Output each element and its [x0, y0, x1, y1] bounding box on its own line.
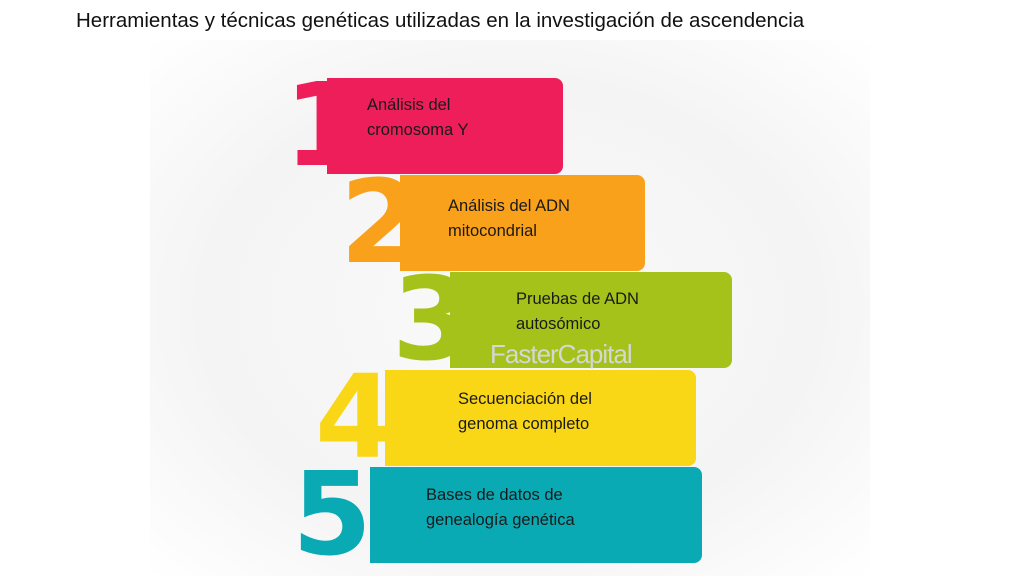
- step-5-box: [370, 467, 702, 563]
- step-3-line2: autosómico: [516, 315, 601, 333]
- step-4-line1: Secuenciación del: [458, 390, 592, 408]
- step-2-line2: mitocondrial: [448, 222, 537, 240]
- step-1-label: Análisis del cromosoma Y: [367, 93, 468, 143]
- step-2-label: Análisis del ADN mitocondrial: [448, 194, 570, 244]
- step-1-box: [327, 78, 563, 174]
- watermark-logo: FasterCapital: [490, 339, 633, 369]
- step-3-box: [450, 272, 732, 368]
- page-title: Herramientas y técnicas genéticas utiliz…: [76, 9, 805, 32]
- step-5-line2: genealogía genética: [426, 511, 575, 529]
- step-3-label: Pruebas de ADN autosómico: [516, 287, 639, 337]
- step-2-number: 2: [340, 156, 421, 290]
- step-4-box: [385, 370, 696, 466]
- step-5-number: 5: [292, 448, 373, 582]
- step-1-number: 1: [284, 59, 365, 193]
- step-3-number: 3: [392, 253, 473, 387]
- step-4-line2: genoma completo: [458, 415, 590, 433]
- step-1-line2: cromosoma Y: [367, 121, 469, 139]
- step-3-line1: Pruebas de ADN: [516, 290, 639, 308]
- step-1-line1: Análisis del: [367, 96, 451, 114]
- step-2-box: [400, 175, 645, 271]
- step-5-line1: Bases de datos de: [426, 486, 563, 504]
- step-2-line1: Análisis del ADN: [448, 197, 570, 215]
- step-5-label: Bases de datos de genealogía genética: [426, 483, 575, 533]
- step-4-label: Secuenciación del genoma completo: [458, 387, 592, 437]
- step-4-number: 4: [315, 351, 396, 485]
